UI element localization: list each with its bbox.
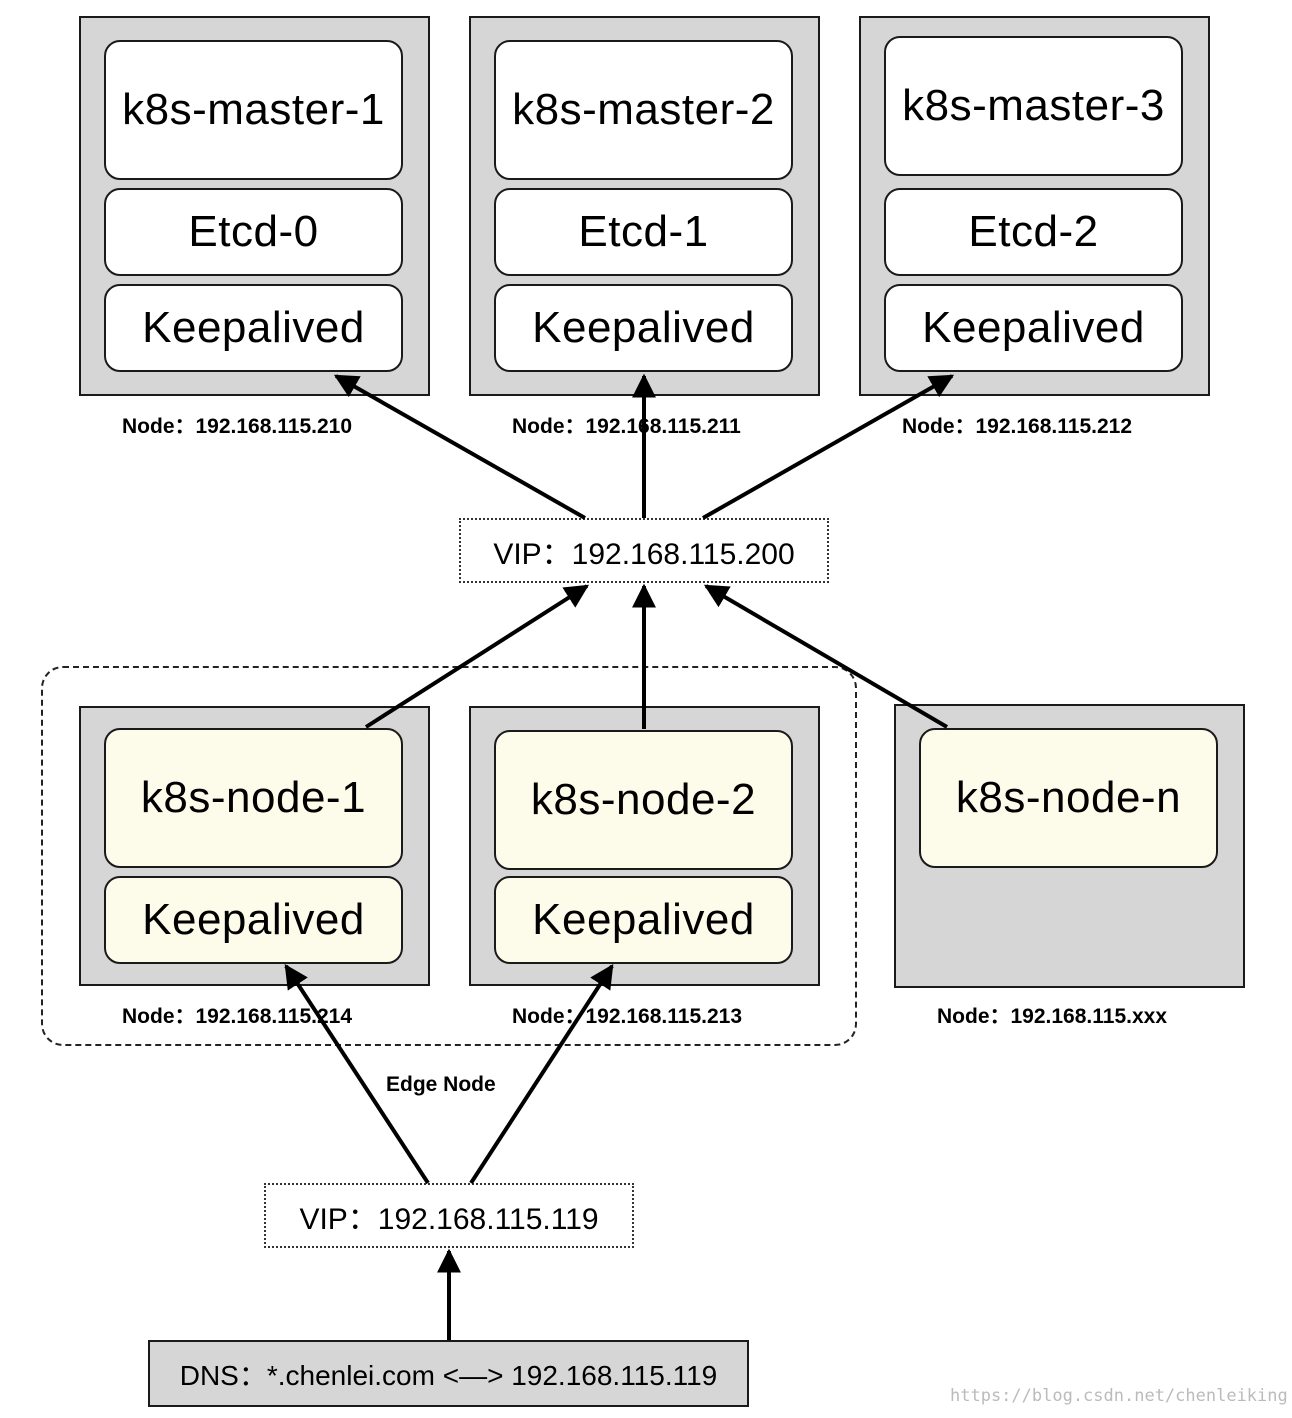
master-name-1: k8s-master-1 bbox=[104, 40, 403, 180]
arrow-edge-vip-to-worker-1 bbox=[284, 963, 430, 1185]
arrow-edge-vip-to-worker-2 bbox=[469, 963, 614, 1185]
dns-record: DNS：*.chenlei.com <—> 192.168.115.119 bbox=[148, 1340, 749, 1407]
worker-node-label-2: Node：192.168.115.213 bbox=[512, 1005, 742, 1028]
etcd-2: Etcd-2 bbox=[884, 188, 1183, 276]
arrow-vip-to-master-3 bbox=[702, 374, 955, 520]
master-node-label-1: Node：192.168.115.210 bbox=[122, 415, 352, 438]
worker-keepalived-2: Keepalived bbox=[494, 876, 793, 964]
etcd-1: Etcd-1 bbox=[494, 188, 793, 276]
arrow-worker-1-to-vip bbox=[364, 584, 590, 729]
master-name-3: k8s-master-3 bbox=[884, 36, 1183, 176]
watermark: https://blog.csdn.net/chenleiking bbox=[950, 1386, 1288, 1406]
worker-node-label-n: Node：192.168.115.xxx bbox=[937, 1005, 1167, 1028]
arrow-worker-n-to-vip bbox=[703, 584, 949, 729]
vip-edge: VIP：192.168.115.119 bbox=[264, 1183, 634, 1248]
master-node-label-2: Node：192.168.115.211 bbox=[512, 415, 741, 438]
worker-name-1: k8s-node-1 bbox=[104, 728, 403, 868]
worker-name-2: k8s-node-2 bbox=[494, 730, 793, 870]
vip-master: VIP：192.168.115.200 bbox=[459, 518, 829, 583]
master-keepalived-1: Keepalived bbox=[104, 284, 403, 372]
etcd-0: Etcd-0 bbox=[104, 188, 403, 276]
edge-node-label: Edge Node bbox=[386, 1073, 496, 1096]
arrow-vip-to-master-1 bbox=[333, 374, 586, 520]
master-name-2: k8s-master-2 bbox=[494, 40, 793, 180]
worker-keepalived-1: Keepalived bbox=[104, 876, 403, 964]
worker-name-n: k8s-node-n bbox=[919, 728, 1218, 868]
master-keepalived-3: Keepalived bbox=[884, 284, 1183, 372]
master-node-label-3: Node：192.168.115.212 bbox=[902, 415, 1132, 438]
edge-node-group bbox=[41, 666, 857, 1046]
worker-node-label-1: Node：192.168.115.214 bbox=[122, 1005, 352, 1028]
master-keepalived-2: Keepalived bbox=[494, 284, 793, 372]
